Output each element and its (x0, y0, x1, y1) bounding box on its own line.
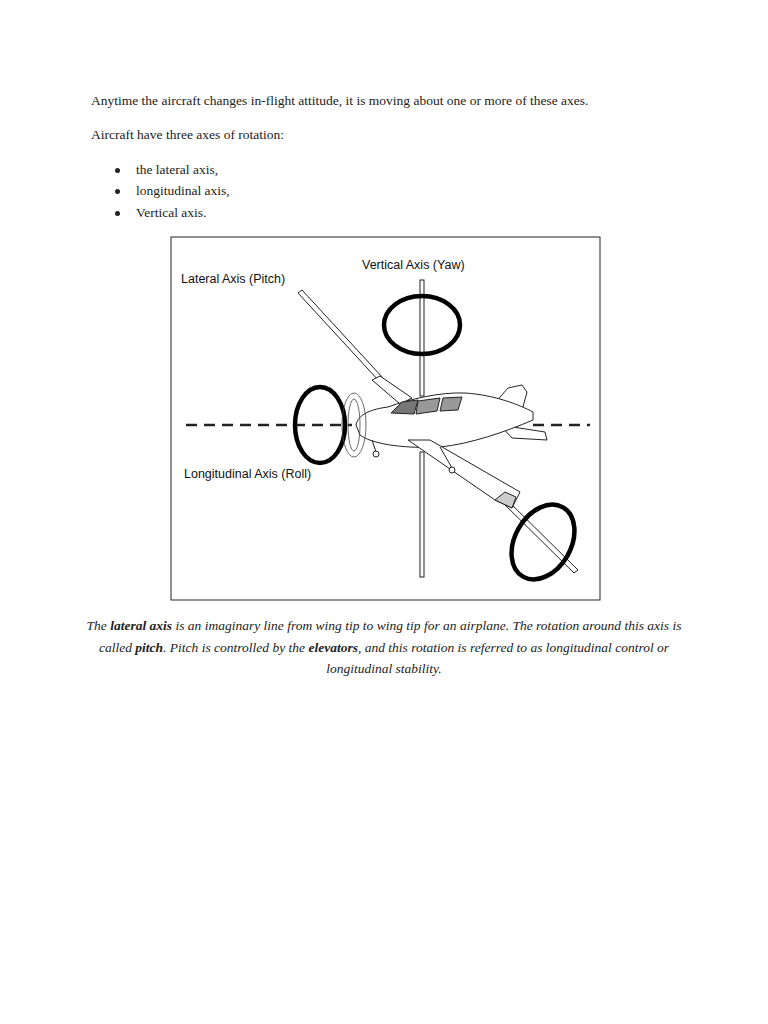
airplane (356, 376, 547, 508)
aileron (495, 492, 516, 508)
yaw-ring (384, 296, 460, 354)
propeller-disc (348, 399, 360, 451)
propeller-disc (342, 393, 366, 457)
vertical-axis (420, 452, 424, 577)
axis-label: Longitudinal Axis (Roll) (183, 467, 312, 481)
bullet-item: the lateral axis, (136, 162, 218, 178)
bullet (115, 189, 120, 194)
longitudinal-axis (186, 424, 352, 427)
figure-frame (171, 237, 600, 600)
landing-gear (440, 447, 452, 468)
lower-wing (408, 440, 520, 508)
bold-term: pitch (135, 640, 163, 655)
caption-text: . Pitch is controlled by the (163, 640, 305, 655)
bold-term: elevators (308, 640, 358, 655)
cabin-window (440, 397, 462, 411)
caption-text: , and this rotation is referred to as lo… (326, 640, 669, 677)
longitudinal-axis (533, 424, 590, 427)
bold-term: lateral axis (110, 618, 172, 633)
windshield (391, 400, 418, 414)
caption-text: The (87, 618, 107, 633)
body-text: Aircraft have three axes of rotation: (91, 127, 284, 143)
bullet-item: longitudinal axis, (136, 183, 230, 199)
wheel (449, 467, 455, 473)
roll-ring (295, 387, 345, 463)
axis-label: Vertical Axis (Yaw) (361, 258, 466, 272)
bullet (115, 168, 120, 173)
nose-gear (372, 440, 376, 452)
wheel (373, 451, 379, 457)
body-text: Anytime the aircraft changes in-flight a… (91, 93, 588, 109)
cabin-window (416, 398, 440, 414)
upper-wing (372, 376, 412, 404)
fuselage (356, 393, 533, 447)
caption-paragraph: The lateral axis is an imaginary line fr… (84, 615, 684, 680)
axis-label: Lateral Axis (Pitch) (180, 272, 286, 286)
bullet-item: Vertical axis. (136, 205, 206, 221)
lateral-axis (298, 290, 383, 381)
bullet (115, 211, 120, 216)
